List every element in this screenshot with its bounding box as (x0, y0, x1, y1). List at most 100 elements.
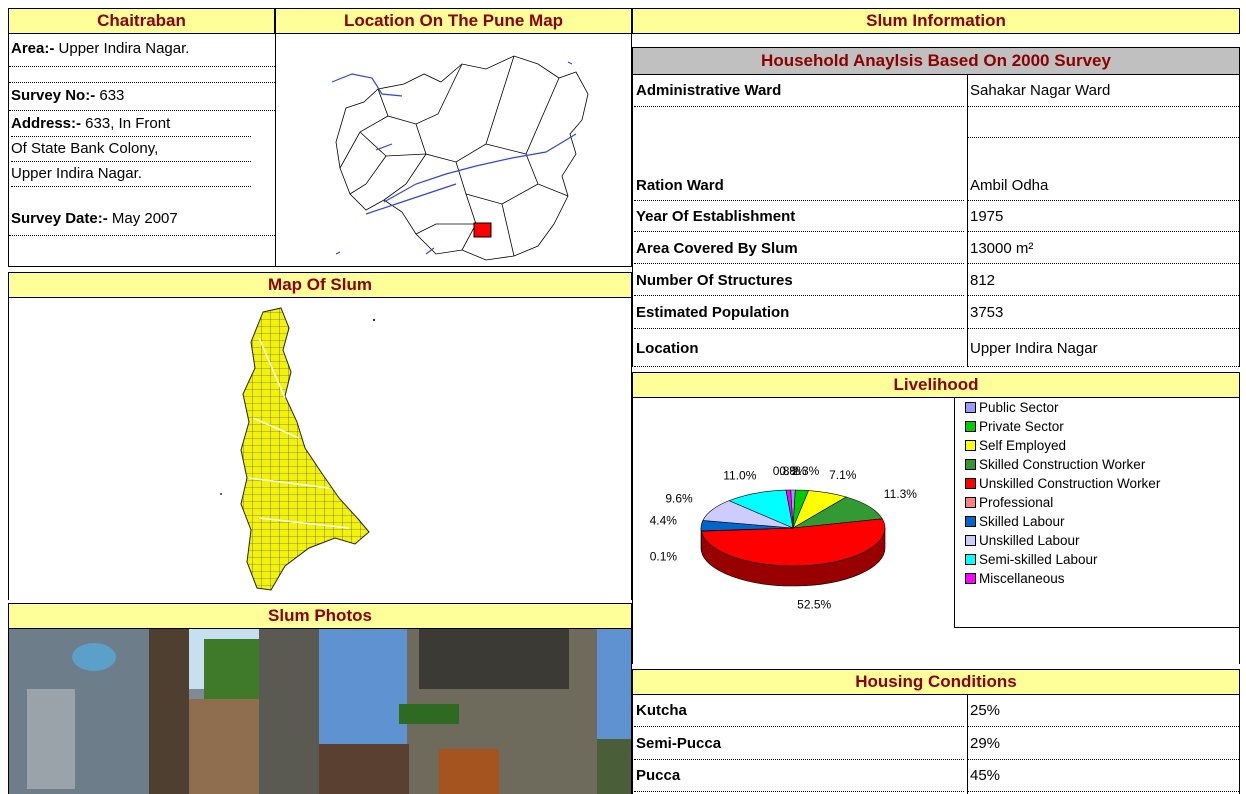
pie-slice (785, 489, 794, 529)
legend-entry: Skilled Labour (965, 512, 1240, 531)
info-value: Upper Indira Nagar (968, 330, 1239, 367)
address-line-2: Of State Bank Colony, (11, 137, 251, 162)
legend-entry: Unskilled Labour (965, 531, 1240, 550)
slum-photos-header: Slum Photos (8, 603, 632, 629)
pie-data-label: 2.3% (792, 464, 820, 478)
info-label: Number Of Structures (634, 265, 964, 296)
pie-data-label: 52.5% (797, 597, 831, 611)
info-label: Year Of Establishment (634, 202, 964, 232)
legend-swatch (965, 573, 976, 584)
housing-value: 25% (968, 695, 1239, 727)
legend-entry: Professional (965, 493, 1240, 512)
housing-header: Housing Conditions (632, 669, 1240, 695)
date-value: May 2007 (107, 210, 178, 227)
legend-swatch (965, 516, 976, 527)
legend-label: Unskilled Labour (979, 533, 1080, 548)
slum-map-image (220, 307, 376, 591)
info-value: Sahakar Nagar Ward (968, 75, 1239, 107)
info-label: Administrative Ward (634, 75, 964, 107)
legend-label: Unskilled Construction Worker (979, 476, 1161, 491)
legend-swatch (965, 459, 976, 470)
info-table (632, 75, 1240, 367)
legend-entry: Private Sector (965, 417, 1240, 436)
legend-swatch (965, 535, 976, 546)
date-label: Survey Date:- (11, 210, 108, 227)
info-value: 812 (968, 265, 1239, 296)
legend-swatch (965, 421, 976, 432)
legend-label: Private Sector (979, 419, 1064, 434)
pie-data-label: 11.0% (723, 468, 756, 482)
slum-photo-2 (319, 629, 631, 794)
pie-data-label: 0.1% (650, 549, 678, 563)
legend-entry: Public Sector (965, 398, 1240, 417)
pie-slice (792, 496, 883, 529)
legend-entry: Self Employed (965, 436, 1240, 455)
area-value: Upper Indira Nagar. (54, 40, 190, 57)
pune-map-image (331, 55, 589, 261)
legend-swatch (965, 402, 976, 413)
survey-row: Survey No:- 633 (9, 82, 275, 111)
pie-data-label: 0.8% (773, 464, 801, 478)
address-line-3: Upper Indira Nagar. (11, 162, 251, 187)
survey-value: 633 (95, 87, 125, 104)
legend-swatch (965, 497, 976, 508)
legend-swatch (965, 440, 976, 451)
area-row: Area:- Upper Indira Nagar. (9, 34, 275, 67)
info-label: Estimated Population (634, 297, 964, 329)
info-value: 13000 m² (968, 233, 1239, 264)
location-map-header: Location On The Pune Map (275, 8, 632, 34)
slum-photos-panel (8, 629, 632, 794)
slum-photo-1 (9, 629, 319, 794)
info-value: Ambil Odha (968, 170, 1239, 201)
slum-location-marker (473, 222, 492, 238)
legend-swatch (965, 478, 976, 489)
legend-entry: Skilled Construction Worker (965, 455, 1240, 474)
pie-data-label: 4.4% (650, 514, 678, 528)
info-value: 1975 (968, 202, 1239, 232)
legend-label: Miscellaneous (979, 571, 1065, 586)
livelihood-pie-chart: 0.8%2.3% 7.1% 11.3% 52.5% 0.1% 4.4% 9.6% 11.0% 0… (650, 464, 918, 612)
legend-label: Semi-skilled Labour (979, 552, 1098, 567)
map-of-slum-header: Map Of Slum (8, 272, 632, 298)
legend-entry: Unskilled Construction Worker (965, 474, 1240, 493)
housing-label: Kutcha (634, 695, 964, 727)
livelihood-panel: 0.8%2.3% 7.1% 11.3% 52.5% 0.1% 4.4% 9.6% 11.0% 0… (632, 398, 1240, 664)
address-block: Address:- 633, In Front Of State Bank Co… (9, 112, 275, 206)
legend-label: Skilled Labour (979, 514, 1065, 529)
info-label: Location (634, 330, 964, 367)
area-label: Area:- (11, 40, 55, 57)
housing-table (632, 695, 1240, 794)
legend-swatch (965, 554, 976, 565)
legend-label: Self Employed (979, 438, 1067, 453)
survey-label: Survey No:- (11, 87, 96, 104)
legend-entry: Miscellaneous (965, 569, 1240, 588)
address-line-1: 633, In Front (81, 115, 171, 132)
pie-data-label: 7.1% (829, 468, 857, 482)
legend-label: Public Sector (979, 400, 1059, 415)
pie-data-label: 9.6% (665, 491, 693, 505)
livelihood-header: Livelihood (632, 372, 1240, 398)
slum-name-header: Chaitraban (8, 8, 275, 34)
pie-data-label: 0.8% (779, 464, 807, 478)
housing-label: Semi-Pucca (634, 728, 964, 760)
info-label: Ration Ward (634, 170, 964, 201)
pune-map-panel (275, 34, 632, 267)
slum-map-panel (8, 298, 632, 600)
address-label: Address:- (11, 115, 82, 132)
housing-label: Pucca (634, 760, 964, 792)
legend-label: Professional (979, 495, 1054, 510)
household-analysis-header: Household Anaylsis Based On 2000 Survey (632, 47, 1240, 75)
slum-info-header: Slum Information (632, 8, 1240, 34)
legend-label: Skilled Construction Worker (979, 457, 1146, 472)
pie-data-label: 11.3% (884, 487, 917, 501)
date-row: Survey Date:- May 2007 (9, 206, 275, 236)
housing-value: 45% (968, 760, 1239, 792)
blank-row (968, 108, 1239, 138)
legend-entry: Semi-skilled Labour (965, 550, 1240, 569)
info-label: Area Covered By Slum (634, 233, 964, 264)
pie-slice (700, 518, 886, 567)
slum-details: Area:- Upper Indira Nagar. Survey No:- 6… (8, 34, 275, 267)
housing-value: 29% (968, 728, 1239, 760)
info-value: 3753 (968, 297, 1239, 329)
